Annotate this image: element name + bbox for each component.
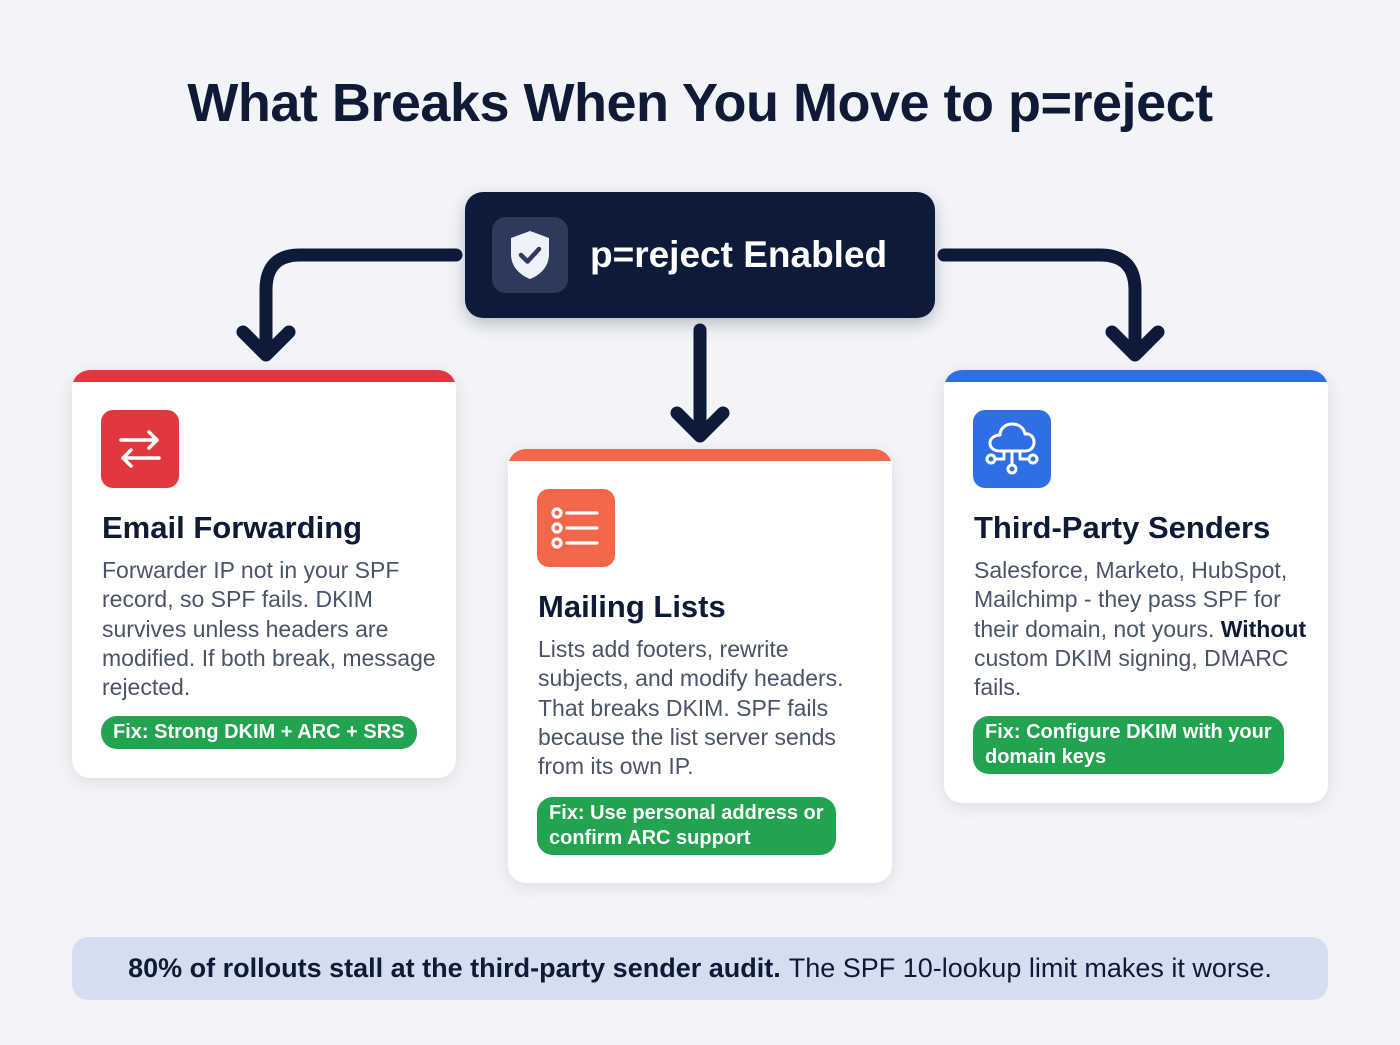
- card-accent-bar: [72, 370, 456, 382]
- card-accent-bar: [508, 449, 892, 461]
- fix-badge: Fix: Configure DKIM with your domain key…: [973, 716, 1284, 774]
- root-label: p=reject Enabled: [590, 234, 888, 275]
- card-heading: Third-Party Senders: [974, 510, 1271, 545]
- fix-line-1: Fix: Configure DKIM with your: [985, 721, 1272, 743]
- root-node-p-reject: p=reject Enabled: [465, 192, 935, 318]
- arrows-swap-icon: [101, 410, 179, 488]
- connector-left-arrow: [259, 248, 463, 357]
- connector-right-arrow: [937, 248, 1142, 357]
- card-body: Lists add footers, rewrite subjects, and…: [538, 636, 844, 780]
- fix-badge: Fix: Use personal address or confirm ARC…: [537, 797, 836, 855]
- footer-bold-text: 80% of rollouts stall at the third-party…: [128, 953, 781, 983]
- page-title: What Breaks When You Move to p=reject: [187, 73, 1213, 133]
- card-accent-bar: [944, 370, 1328, 382]
- body-bold-text: Without: [1220, 615, 1307, 642]
- footer-callout: 80% of rollouts stall at the third-party…: [72, 937, 1328, 1000]
- fix-badge: Fix: Strong DKIM + ARC + SRS: [101, 716, 417, 749]
- card-email-forwarding: Email Forwarding Forwarder IP not in you…: [72, 370, 456, 778]
- card-heading: Email Forwarding: [102, 510, 363, 545]
- card-body: Forwarder IP not in your SPF record, so …: [102, 557, 436, 701]
- card-mailing-lists: Mailing Lists Lists add footers, rewrite…: [508, 449, 892, 883]
- fix-line-1: Fix: Use personal address or: [549, 802, 824, 824]
- body-text: custom DKIM signing, DMARC fails.: [974, 644, 1289, 701]
- card-body: Salesforce, Marketo, HubSpot, Mailchimp …: [974, 556, 1314, 702]
- fix-line-2: domain keys: [985, 746, 1107, 768]
- cloud-network-icon: [973, 410, 1051, 488]
- body-text: Salesforce, Marketo, HubSpot, Mailchimp …: [974, 557, 1288, 642]
- list-icon: [537, 489, 615, 567]
- shield-check-icon: [492, 217, 568, 293]
- card-heading: Mailing Lists: [538, 589, 726, 624]
- card-third-party-senders: Third-Party Senders Salesforce, Marketo,…: [944, 370, 1328, 803]
- footer-text: The SPF 10-lookup limit makes it worse.: [788, 953, 1272, 983]
- fix-line-2: confirm ARC support: [549, 827, 751, 849]
